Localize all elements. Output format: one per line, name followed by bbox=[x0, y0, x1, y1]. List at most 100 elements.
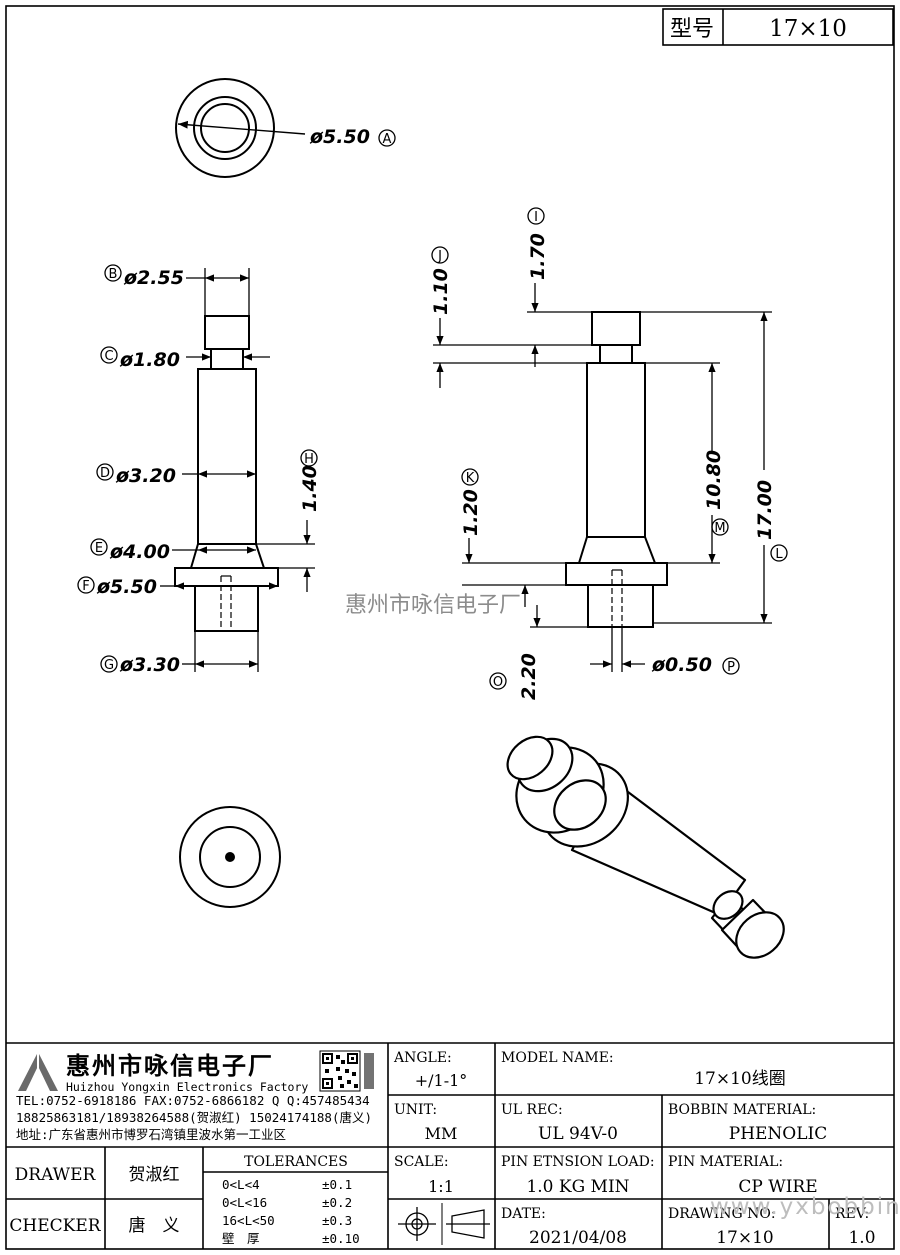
tolerance-value: ±0.10 bbox=[322, 1231, 360, 1246]
svg-text:P: P bbox=[727, 660, 735, 675]
bobbin-material-value: PHENOLIC bbox=[729, 1124, 828, 1144]
dim-A-marker: A bbox=[378, 129, 396, 147]
dim-K-marker: K bbox=[461, 468, 479, 486]
company-name-cn: 惠州市咏信电子厂 bbox=[66, 1052, 274, 1080]
scale-value: 1:1 bbox=[428, 1177, 454, 1196]
model-name-label: MODEL NAME: bbox=[501, 1050, 614, 1066]
date-label: DATE: bbox=[501, 1206, 546, 1222]
right-dimension-lines bbox=[433, 283, 772, 672]
scale-label: SCALE: bbox=[394, 1154, 449, 1170]
svg-text:F: F bbox=[82, 579, 89, 594]
dim-G-value: ø3.30 bbox=[119, 654, 180, 676]
pin-load-value: 1.0 KG MIN bbox=[526, 1177, 629, 1197]
dim-O-value: 2.20 bbox=[518, 653, 540, 700]
tolerance-range: 0<L<16 bbox=[222, 1195, 267, 1210]
dim-M-value: 10.80 bbox=[703, 450, 725, 510]
tolerance-value: ±0.2 bbox=[322, 1195, 352, 1210]
dim-D-value: ø3.20 bbox=[115, 465, 176, 487]
drawer-value: 贺淑红 bbox=[129, 1165, 180, 1185]
tolerance-value: ±0.1 bbox=[322, 1177, 352, 1192]
dim-L-value: 17.00 bbox=[754, 480, 776, 540]
factory-watermark: 惠州市咏信电子厂 bbox=[345, 593, 521, 618]
svg-text:B: B bbox=[109, 267, 118, 282]
dim-H-value: 1.40 bbox=[299, 465, 321, 512]
angle-value: +/1-1° bbox=[415, 1071, 468, 1090]
tolerances-title: TOLERANCES bbox=[244, 1154, 348, 1170]
tolerance-range: 壁 厚 bbox=[222, 1231, 260, 1246]
company-contact-line1: TEL:0752-6918186 FAX:0752-6866182 Q Q:45… bbox=[16, 1093, 370, 1108]
right-side-view bbox=[565, 311, 668, 628]
svg-text:O: O bbox=[493, 675, 503, 690]
dim-M-marker: M bbox=[711, 518, 729, 536]
pin-material-label: PIN MATERIAL: bbox=[668, 1154, 783, 1170]
projection-symbol-icon bbox=[398, 1207, 490, 1241]
dim-D-marker: D bbox=[96, 463, 114, 481]
dim-B-value: ø2.55 bbox=[123, 267, 184, 289]
bobbin-material-label: BOBBIN MATERIAL: bbox=[668, 1102, 816, 1118]
dim-J-value: 1.10 bbox=[430, 268, 452, 315]
left-dimension-lines bbox=[160, 268, 315, 672]
svg-text:G: G bbox=[104, 658, 114, 673]
pin-load-label: PIN ETNSION LOAD: bbox=[501, 1154, 655, 1170]
dim-I-value: 1.70 bbox=[527, 233, 549, 280]
svg-text:M: M bbox=[714, 521, 725, 536]
dim-E-marker: E bbox=[90, 538, 108, 556]
qr-code-icon bbox=[319, 1050, 374, 1092]
dim-J-marker: J bbox=[431, 246, 449, 264]
model-name-value: 17×10线圈 bbox=[694, 1069, 786, 1089]
unit-value: MM bbox=[425, 1124, 458, 1143]
checker-label: CHECKER bbox=[9, 1216, 101, 1236]
bottom-view bbox=[179, 806, 281, 908]
tolerance-value: ±0.3 bbox=[322, 1213, 352, 1228]
svg-text:K: K bbox=[466, 471, 475, 486]
dim-B-marker: B bbox=[104, 264, 122, 282]
unit-label: UNIT: bbox=[394, 1102, 437, 1118]
dim-P-value: ø0.50 bbox=[651, 654, 712, 676]
model-header-label: 型号 bbox=[670, 17, 714, 42]
dim-C-value: ø1.80 bbox=[119, 349, 180, 371]
dim-P-marker: P bbox=[722, 657, 740, 675]
checker-value: 唐 义 bbox=[129, 1215, 180, 1236]
dim-L-marker: L bbox=[770, 544, 788, 562]
pin-material-value: CP WIRE bbox=[738, 1177, 817, 1197]
top-view bbox=[175, 78, 306, 178]
tolerance-range: 16<L<50 bbox=[222, 1213, 275, 1228]
dim-O-marker: O bbox=[489, 672, 507, 690]
site-watermark: www.yxbobbin.com bbox=[710, 1194, 900, 1220]
dim-H-marker: H bbox=[300, 449, 318, 467]
ul-rec-label: UL REC: bbox=[501, 1102, 563, 1118]
svg-text:A: A bbox=[383, 132, 392, 147]
svg-text:I: I bbox=[534, 210, 538, 225]
angle-label: ANGLE: bbox=[393, 1050, 452, 1066]
svg-text:C: C bbox=[104, 349, 113, 364]
rev-value: 1.0 bbox=[848, 1228, 875, 1248]
svg-text:L: L bbox=[775, 547, 783, 562]
company-logo-icon bbox=[18, 1052, 58, 1091]
dim-F-marker: F bbox=[77, 576, 95, 594]
dim-E-value: ø4.00 bbox=[109, 541, 170, 563]
dim-F-value: ø5.50 bbox=[96, 576, 157, 598]
dim-I-marker: I bbox=[527, 207, 545, 225]
svg-text:J: J bbox=[437, 249, 442, 264]
ul-rec-value: UL 94V-0 bbox=[538, 1124, 618, 1144]
tolerance-range: 0<L<4 bbox=[222, 1177, 260, 1192]
svg-text:E: E bbox=[95, 541, 103, 556]
company-address: 地址:广东省惠州市博罗石湾镇里波水第一工业区 bbox=[16, 1127, 286, 1142]
svg-text:D: D bbox=[100, 466, 110, 481]
isometric-pin-view bbox=[506, 735, 785, 959]
model-header-value: 17×10 bbox=[769, 16, 847, 42]
model-header-box: 型号 17×10 bbox=[662, 8, 894, 46]
title-block-grid bbox=[6, 1042, 894, 1249]
drawer-label: DRAWER bbox=[15, 1165, 97, 1185]
dim-C-marker: C bbox=[100, 346, 118, 364]
drawing-no-value: 17×10 bbox=[716, 1228, 774, 1248]
svg-text:H: H bbox=[304, 452, 314, 467]
dim-G-marker: G bbox=[100, 655, 118, 673]
drawing-border bbox=[5, 5, 895, 1250]
dim-K-value: 1.20 bbox=[460, 489, 482, 536]
date-value: 2021/04/08 bbox=[529, 1228, 627, 1248]
company-name-en: Huizhou Yongxin Electronics Factory bbox=[66, 1080, 308, 1094]
company-contact-line2: 18825863181/18938264588(贺淑红) 15024174188… bbox=[16, 1110, 372, 1125]
dim-A-value: ø5.50 bbox=[309, 126, 370, 148]
